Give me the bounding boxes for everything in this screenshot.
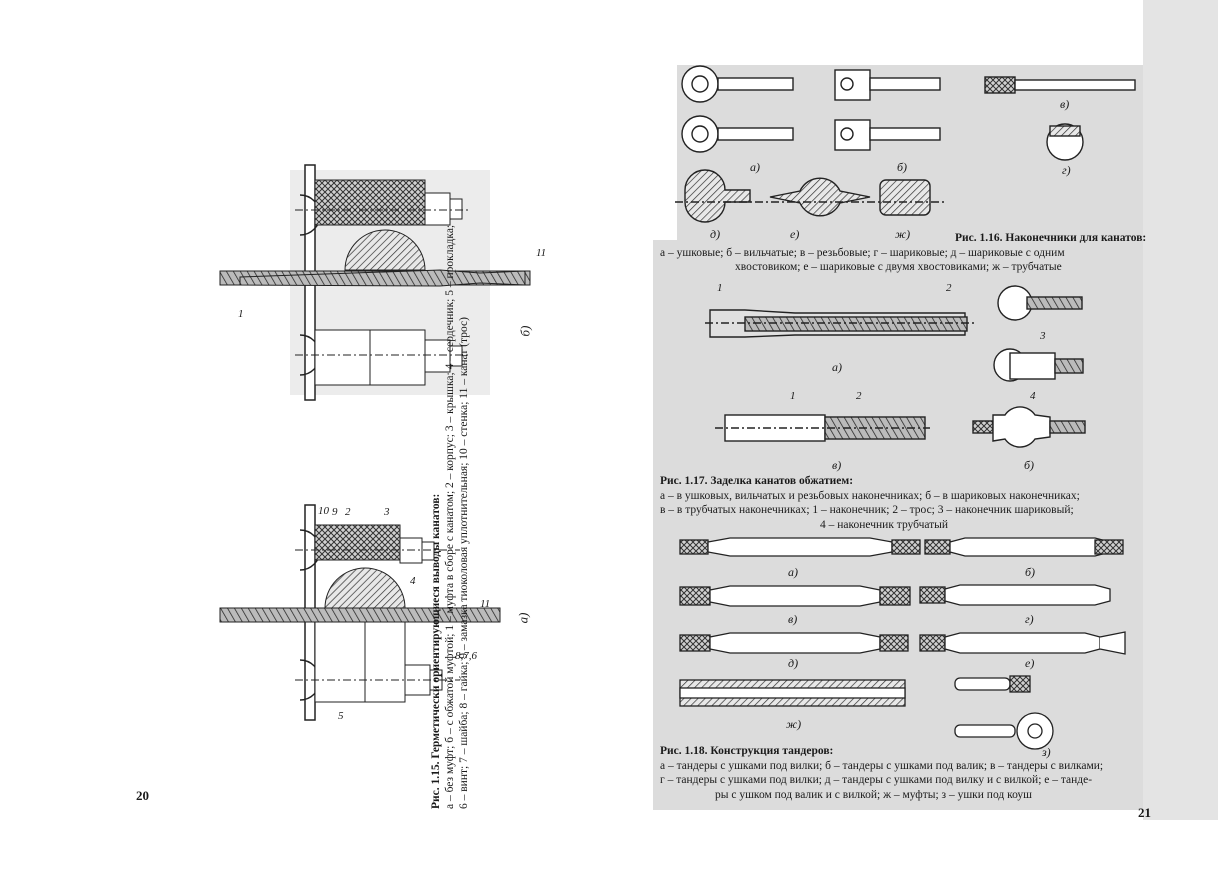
fig118-sublabel-b: б) [1025,565,1036,579]
callout-8-7-6: 8,7,6 [455,650,477,662]
caption-line-1: а – без муфт; б – с обжатой муфтой; 1 – … [444,224,456,809]
fig116-line-2: хвостовиком; е – шариковые с двумя хвост… [735,261,1062,273]
fig116-sublabel-e: е) [790,227,800,241]
sublabel-b: б) [517,325,533,337]
fig116-title: Рис. 1.16. Наконечники для канатов: [955,232,1147,244]
callout-11: 11 [536,247,547,259]
page-number-right: 21 [1138,805,1151,820]
fig117-callout-2a: 2 [946,282,952,294]
fig116-sublabel-a: а) [750,160,760,174]
scan-margin [1143,0,1218,820]
fig117-callout-1a: 1 [717,282,723,294]
fig117-callout-3: 3 [1040,330,1046,342]
fig118-title: Рис. 1.18. Конструкция тандеров: [660,745,834,757]
fig117-sublabel-v: в) [832,458,842,472]
fig118-sublabel-zh: ж) [786,717,802,731]
turnbuckle-e [919,631,1126,655]
eye-z [954,675,1054,750]
fig118-sublabel-d: д) [788,656,799,670]
fig118-line-1: а – тандеры с ушками под вилки; б – танд… [660,759,1104,772]
figure-1-17-drawing [705,285,1086,448]
fig116-sublabel-d: д) [710,227,721,241]
callout-1: 1 [238,308,244,320]
fig116-sublabel-v: в) [1060,97,1070,111]
fig118-sublabel-e: е) [1025,656,1035,670]
turnbuckle-g [919,584,1111,606]
fig118-sublabel-g: г) [1025,612,1034,626]
turnbuckle-v [679,585,911,607]
figure-1-15-a-drawing [219,504,501,721]
fig117-callout-1v: 1 [790,390,796,402]
figure-1-18-caption: Рис. 1.18. Конструкция тандеров: а – тан… [660,744,1160,802]
fig118-sublabel-v: в) [788,612,798,626]
fig117-callout-4: 4 [1030,390,1036,402]
caption-title: Рис. 1.15. Герметически ориентирующиеся … [430,493,442,809]
turnbuckle-a [679,537,921,557]
fig116-sublabel-g: г) [1062,163,1071,177]
left-page: 1 11 б) 10 9 2 3 4 11 5 8,7,6 а) Рис. 1.… [136,59,547,809]
fig117-callout-2v: 2 [856,390,862,402]
figure-1-18-drawing [679,537,1126,750]
figure-1-16-caption: Рис. 1.16. Наконечники для канатов: а – … [660,231,1160,275]
callout-5: 5 [338,710,344,722]
fig116-line-1: а – ушковые; б – вильчатые; в – резьбовы… [660,246,1065,259]
fig118-sublabel-z: з) [1042,745,1051,759]
figure-1-16-drawing [675,65,1136,223]
caption-line-2: 6 – винт; 7 – шайба; 8 – гайка; 9 – зама… [458,317,470,809]
figure-1-15-b-drawing [219,164,531,401]
figure-1-15-caption: Рис. 1.15. Герметически ориентирующиеся … [429,59,481,809]
callout-2: 2 [345,506,351,518]
callout-10: 10 [318,505,329,517]
fig117-line-1: а – в ушковых, вильчатых и резьбовых нак… [660,489,1080,502]
fig118-sublabel-a: а) [788,565,798,579]
fig117-line-3: 4 – наконечник трубчатый [820,518,949,531]
fig117-sublabel-b: б) [1024,458,1035,472]
fig116-sublabel-b: б) [897,160,908,174]
fig117-line-2: в – в трубчатых наконечниках; 1 – наконе… [660,504,1074,516]
page-number-left: 20 [136,788,149,803]
callout-9: 9 [332,506,338,518]
coupling-zh [679,679,906,707]
fig116-sublabel-zh: ж) [895,227,911,241]
fig118-line-2: г – тандеры с ушками под вилки; д – танд… [660,774,1093,786]
sublabel-a: а) [515,612,531,624]
callout-4: 4 [410,575,416,587]
figure-1-17-caption: Рис. 1.17. Заделка канатов обжатием: а –… [660,474,1160,532]
fig117-title: Рис. 1.17. Заделка канатов обжатием: [660,475,854,487]
turnbuckle-d [679,632,909,654]
callout-3: 3 [384,506,390,518]
turnbuckle-b [924,537,1124,557]
callout-11: 11 [480,598,491,610]
fig117-sublabel-a: а) [832,360,842,374]
fig118-line-3: ры с ушком под валик и с вилкой; ж – муф… [715,788,1033,801]
